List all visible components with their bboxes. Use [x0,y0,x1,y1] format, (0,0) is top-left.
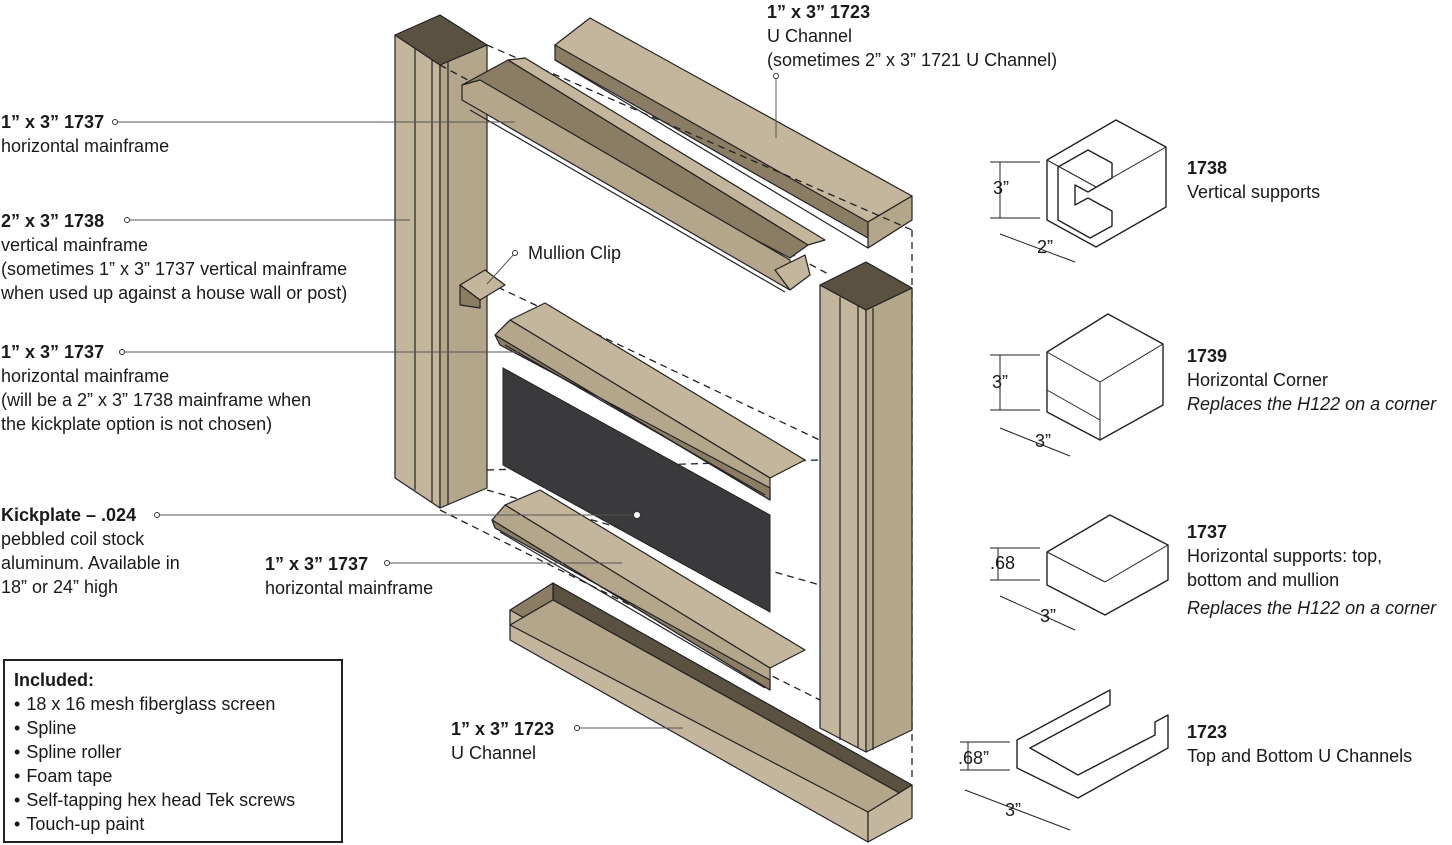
callout-line: horizontal mainframe [1,136,170,156]
callout-line: (sometimes 1” x 3” 1737 vertical mainfra… [1,259,348,279]
callout-title: 1” x 3” 1737 [1,112,105,132]
list-item: Spline roller [14,740,332,764]
dim-width: 3” [1040,606,1057,626]
upper-horizontal-rail [461,57,826,293]
profile-code: 1737 [1187,522,1228,542]
callout-title: 1” x 3” 1737 [265,554,369,574]
dim-height: .68” [958,748,990,768]
callout-line: (sometimes 2” x 3” 1721 U Channel) [767,50,1058,70]
top-u-channel [554,17,913,249]
callout-title: 2” x 3” 1738 [1,211,105,231]
dim-width: 3” [1035,431,1052,451]
left-vertical-post [394,14,488,509]
callout-line: horizontal mainframe [1,366,170,386]
mullion-clip [459,269,506,309]
profile-1739 [990,313,1164,457]
profile-code: 1739 [1187,346,1228,366]
callout-u-channel-top: 1” x 3” 1723 U Channel (sometimes 2” x 3… [767,0,1057,72]
profile-label-1738: 1738 Vertical supports [1187,156,1320,204]
profile-code: 1723 [1187,722,1228,742]
profile-note: Replaces the H122 on a corner [1187,598,1437,618]
dim-width: 2” [1037,237,1054,257]
callout-title: Mullion Clip [528,243,622,263]
profile-label-1739: 1739 Horizontal Corner Replaces the H122… [1187,344,1436,416]
profile-desc: Vertical supports [1187,182,1321,202]
middle-horizontal-rail [494,302,806,501]
profile-desc: Horizontal supports: top, [1187,546,1383,566]
profile-desc: Horizontal Corner [1187,370,1329,390]
callout-line: 18” or 24” high [1,577,119,597]
leader-lines [112,73,779,731]
callout-line: U Channel [451,743,537,763]
callout-line: when used up against a house wall or pos… [1,283,348,303]
callout-line: vertical mainframe [1,235,149,255]
callout-title: 1” x 3” 1723 [451,719,555,739]
profile-label-1737: 1737 Horizontal supports: top, bottom an… [1187,520,1436,620]
profile-1737 [990,514,1169,631]
list-item: Foam tape [14,764,332,788]
profile-1738 [990,119,1167,263]
callout-line: the kickplate option is not chosen) [1,414,273,434]
bottom-u-channel [509,582,913,843]
included-heading: Included: [14,670,94,690]
included-list: 18 x 16 mesh fiberglass screen Spline Sp… [14,692,332,836]
callout-mullion-clip: Mullion Clip [528,241,621,265]
dim-height: 3” [993,178,1010,198]
profile-1723 [960,689,1169,831]
dim-height: .68 [990,553,1016,573]
callout-kickplate: Kickplate – .024 pebbled coil stock alum… [1,503,180,599]
callout-vertical-mainframe: 2” x 3” 1738 vertical mainframe (sometim… [1,209,347,305]
right-vertical-post [819,261,913,753]
profile-note: Replaces the H122 on a corner [1187,394,1437,414]
profile-desc: Top and Bottom U Channels [1187,746,1413,766]
callout-line: pebbled coil stock [1,529,145,549]
callout-line: (will be a 2” x 3” 1738 mainframe when [1,390,312,410]
callout-horizontal-mid: 1” x 3” 1737 horizontal mainframe (will … [1,340,311,436]
callout-line: aluminum. Available in [1,553,180,573]
callout-title: 1” x 3” 1737 [1,342,105,362]
callout-horizontal-low: 1” x 3” 1737 horizontal mainframe [265,552,433,600]
callout-horizontal-top: 1” x 3” 1737 horizontal mainframe [1,110,169,158]
profile-code: 1738 [1187,158,1228,178]
callout-u-channel-bottom: 1” x 3” 1723 U Channel [451,717,554,765]
dim-width: 3” [1005,800,1022,820]
callout-title: Kickplate – .024 [1,505,137,525]
list-item: Touch-up paint [14,812,332,836]
dim-height: 3” [992,372,1009,392]
profile-label-1723: 1723 Top and Bottom U Channels [1187,720,1412,768]
kickplate [502,367,771,613]
included-box: Included: 18 x 16 mesh fiberglass screen… [3,659,343,843]
list-item: Spline [14,716,332,740]
callout-title: 1” x 3” 1723 [767,2,871,22]
list-item: 18 x 16 mesh fiberglass screen [14,692,332,716]
list-item: Self-tapping hex head Tek screws [14,788,332,812]
profile-desc: bottom and mullion [1187,570,1340,590]
callout-line: U Channel [767,26,853,46]
callout-line: horizontal mainframe [265,578,434,598]
